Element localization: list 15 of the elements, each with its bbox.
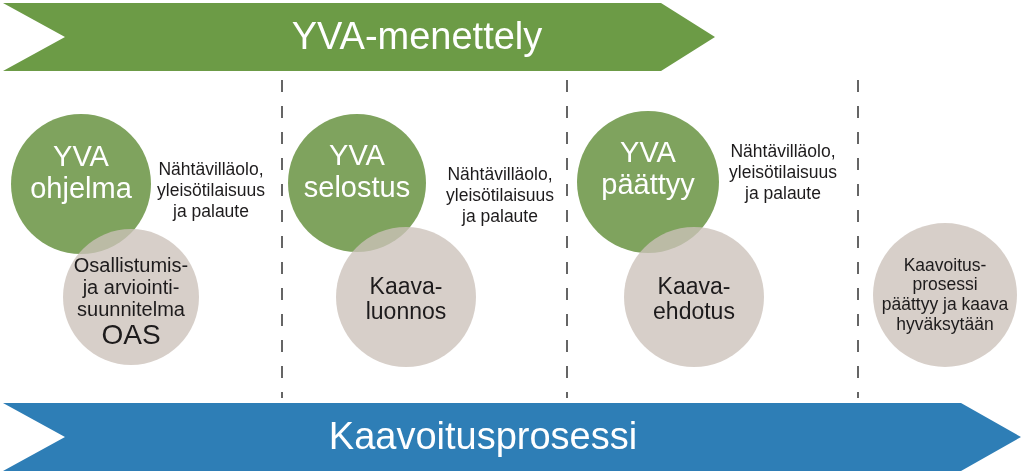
circle-label: Kaavoitus- prosessi päättyy ja kaava hyväksytään <box>880 255 1010 335</box>
banner-title: YVA-menettely <box>291 16 543 58</box>
banner-title: Kaavoitusprosessi <box>328 416 638 458</box>
note-text: Nähtävilläolo, yleisötilaisuus ja palaute <box>156 159 266 222</box>
circle-label: YVA ohjelma <box>29 139 133 205</box>
circle-label: Osallistumis- ja arviointi- suunnitelma <box>72 255 190 321</box>
arrow-banner <box>3 3 715 71</box>
circle-label: Kaava- luonnos <box>364 273 448 325</box>
circle-label: OAS <box>100 320 162 351</box>
circle-label: YVA päättyy <box>600 135 696 201</box>
note-text: Nähtävilläolo, yleisötilaisuus ja palaute <box>728 141 838 204</box>
arrow-banner <box>3 403 1021 471</box>
note-text: Nähtävilläolo, yleisötilaisuus ja palaute <box>445 164 555 227</box>
circle-label: Kaava- ehdotus <box>652 273 736 325</box>
circle-label: YVA selostus <box>302 138 412 204</box>
